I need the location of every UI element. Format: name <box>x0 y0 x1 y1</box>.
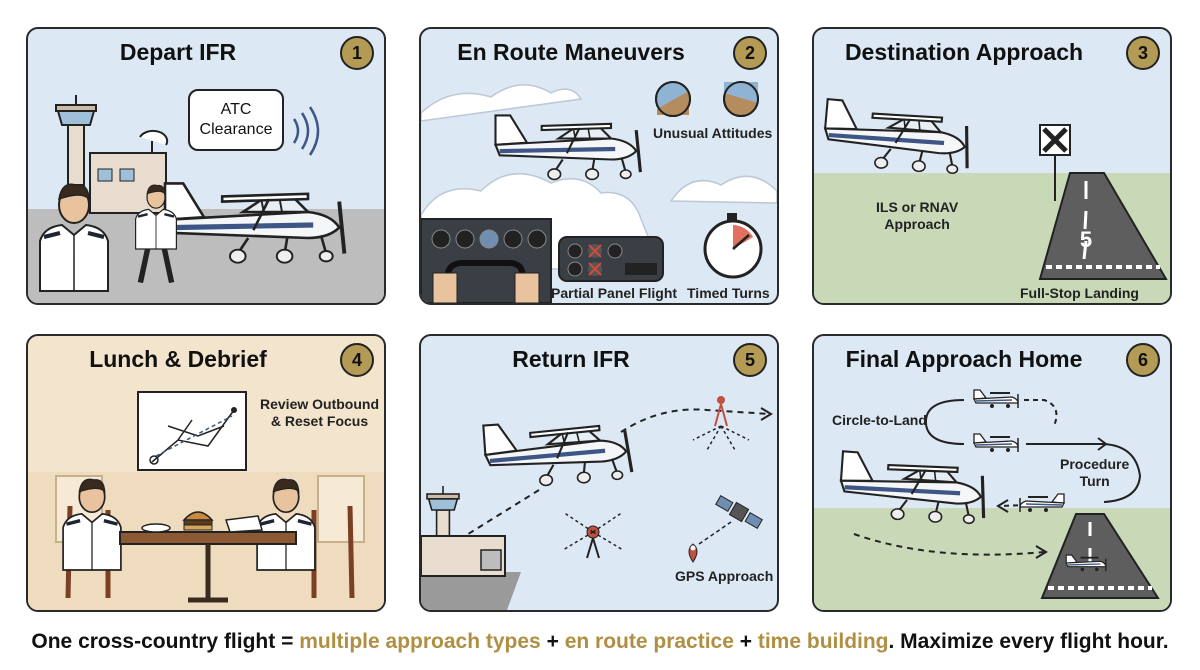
walking-pilot <box>134 183 178 284</box>
ils-rnav-label: ILS or RNAV Approach <box>876 199 959 232</box>
panel-title: Final Approach Home <box>845 346 1083 372</box>
full-stop-landing-label: Full-Stop Landing <box>1020 285 1139 301</box>
step-badge: 4 <box>340 343 374 377</box>
panel-final-approach-home: Final Approach Home 6 Circle-to-Land Pro… <box>812 334 1172 612</box>
ndb-station-icon <box>562 511 624 559</box>
step-badge: 6 <box>1126 343 1160 377</box>
map-pin-icon <box>688 543 698 563</box>
panel-title: Return IFR <box>512 346 630 372</box>
runway-number: 5 <box>1080 227 1092 252</box>
return-ifr-illustration <box>421 396 773 610</box>
timed-turns-label: Timed Turns <box>687 285 770 301</box>
panel-title: Depart IFR <box>119 39 237 65</box>
summary-footer: One cross-country flight = multiple appr… <box>31 630 1169 653</box>
final-approach-illustration <box>814 389 1170 610</box>
step-badge: 5 <box>733 343 767 377</box>
circle-to-land-label: Circle-to-Land <box>832 412 927 428</box>
lunch-debrief-illustration <box>28 391 384 610</box>
step-badge: 1 <box>340 36 374 70</box>
stopwatch-icon <box>703 213 763 279</box>
panel-title: En Route Maneuvers <box>457 39 685 65</box>
unusual-attitudes-label: Unusual Attitudes <box>653 125 773 141</box>
partial-panel-label: Partial Panel Flight <box>551 285 678 301</box>
attitude-indicator-2-icon <box>723 81 759 117</box>
burger-icon <box>182 511 214 531</box>
satellite-icon <box>715 494 763 530</box>
panel-depart-ifr: Depart IFR 1 ATC Clearance <box>26 27 386 305</box>
atc-clearance-bubble: ATC Clearance <box>188 89 284 151</box>
step-badge: 2 <box>733 36 767 70</box>
panel-return-ifr: Return IFR 5 GPS Approach <box>419 334 779 612</box>
procedure-turn-label: Procedure Turn <box>1060 456 1130 489</box>
panel-en-route-maneuvers: En Route Maneuvers 2 Unusual Attitudes P… <box>419 27 779 305</box>
panel-lunch-debrief: Lunch & Debrief 4 Review Outbound & Rese… <box>26 334 386 612</box>
step-badge: 3 <box>1126 36 1160 70</box>
panel-title: Lunch & Debrief <box>89 346 267 372</box>
panel-title: Destination Approach <box>844 39 1084 65</box>
panel-destination-approach: 5 Destination Approach 3 ILS or RNAV App… <box>812 27 1172 305</box>
depart-ifr-illustration <box>28 94 384 303</box>
vor-station-icon <box>692 396 750 451</box>
review-outbound-label: Review Outbound & Reset Focus <box>260 396 379 429</box>
gps-approach-label: GPS Approach <box>675 568 774 584</box>
route-map-board <box>137 391 247 471</box>
en-route-illustration <box>421 81 777 303</box>
cockpit-panel <box>421 218 552 303</box>
partial-panel-instruments <box>558 236 664 282</box>
destination-approach-illustration: 5 <box>814 29 1170 303</box>
attitude-indicator-1-icon <box>655 81 691 117</box>
